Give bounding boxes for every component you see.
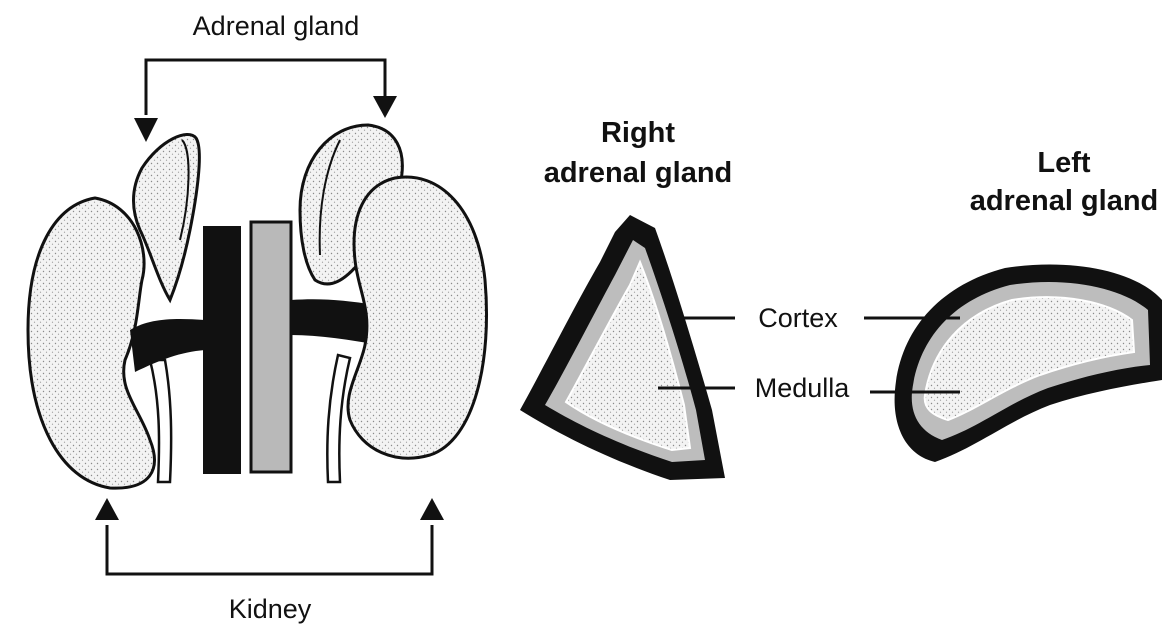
- left-adrenal-title-line2: adrenal gland: [970, 185, 1159, 217]
- adrenal-arrow-left: [134, 118, 158, 142]
- kidneys-illustration: Adrenal gland Kidney: [28, 11, 487, 624]
- cortex-label: Cortex: [758, 303, 838, 333]
- adrenal-gland-label: Adrenal gland: [193, 11, 360, 41]
- kidney-arrow-right: [420, 498, 444, 520]
- right-adrenal-section: Right adrenal gland: [520, 117, 732, 480]
- right-adrenal-title-line1: Right: [601, 117, 675, 149]
- kidney-arrow-left: [95, 498, 119, 520]
- medulla-label: Medulla: [755, 373, 851, 403]
- left-adrenal-section: Left adrenal gland: [895, 147, 1162, 462]
- vena-cava: [251, 222, 291, 472]
- renal-vessels-left: [130, 319, 205, 372]
- kidney-bracket: [107, 525, 432, 574]
- adrenal-arrow-right: [373, 96, 397, 118]
- kidney-label: Kidney: [229, 594, 312, 624]
- right-adrenal-title-line2: adrenal gland: [544, 157, 733, 189]
- ureter-right: [327, 355, 350, 482]
- kidney-right: [348, 177, 487, 458]
- adrenal-gland-bracket: [146, 60, 385, 115]
- left-adrenal-title-line1: Left: [1037, 147, 1091, 179]
- aorta: [203, 226, 241, 474]
